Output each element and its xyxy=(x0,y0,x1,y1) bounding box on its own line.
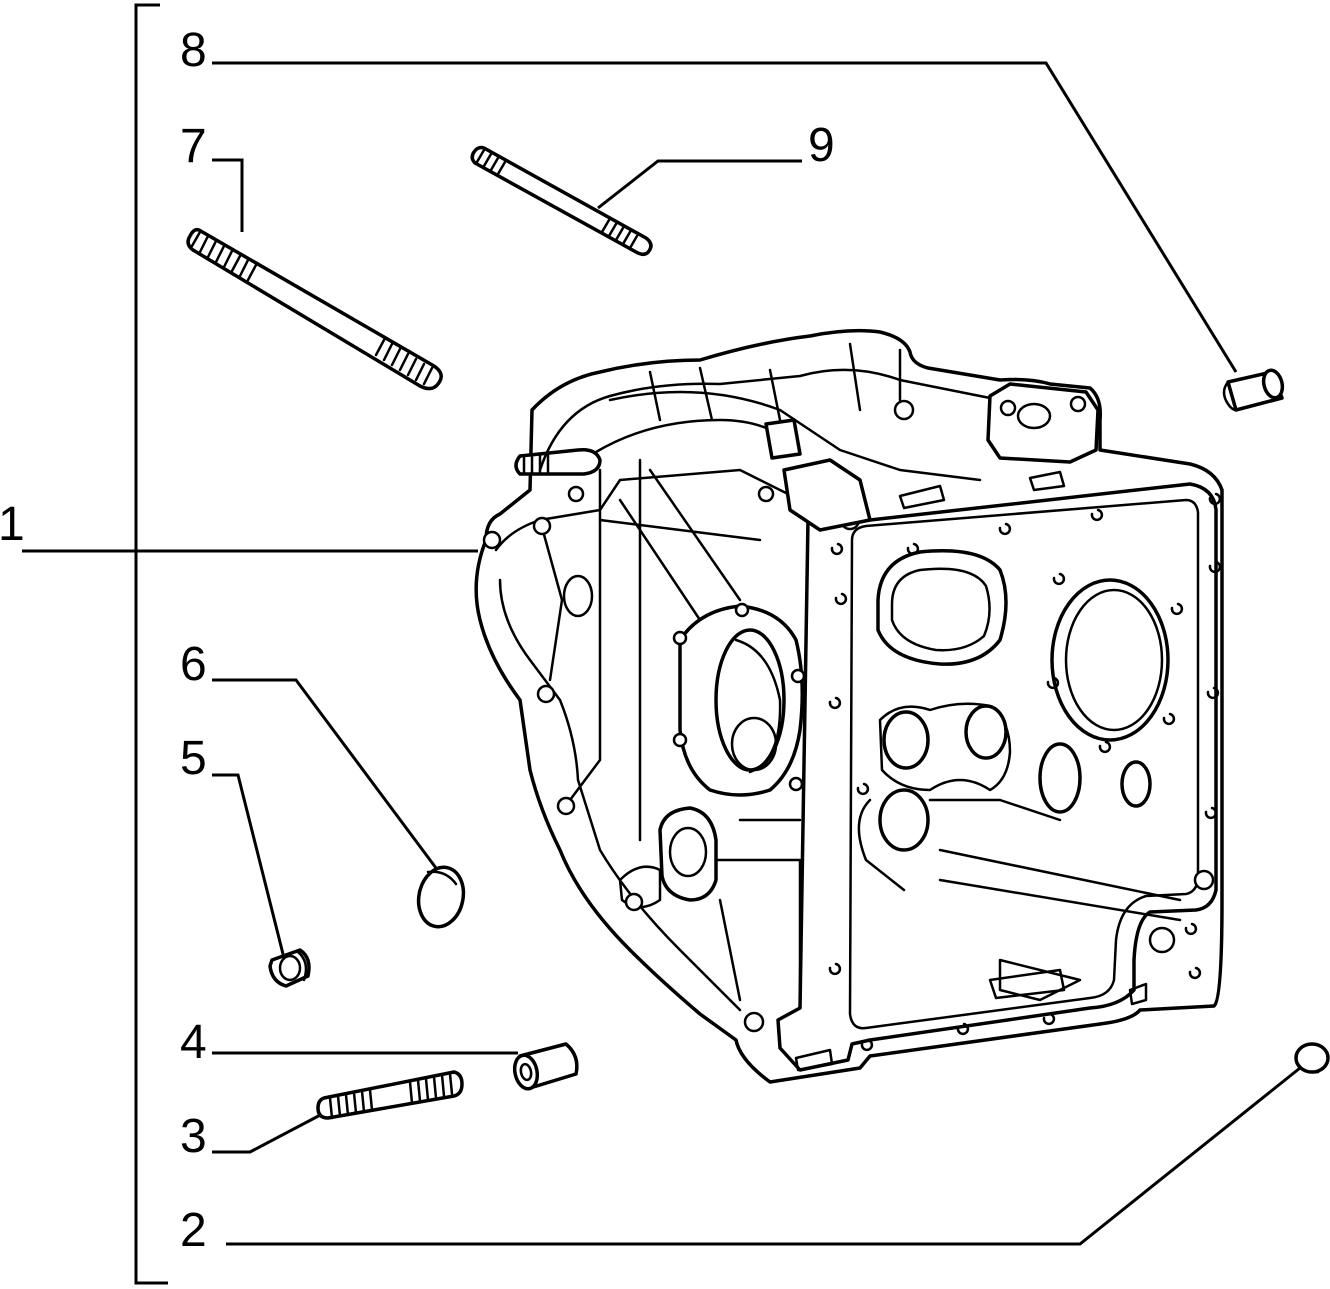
callout-label-6: 6 xyxy=(180,638,207,691)
callout-label-2: 2 xyxy=(180,1204,207,1257)
callout-label-3: 3 xyxy=(180,1110,207,1163)
leader-line-8 xyxy=(212,61,1238,373)
callout-label-1: 1 xyxy=(0,498,25,551)
leader-line-2 xyxy=(226,1066,1301,1246)
plug-2 xyxy=(1294,1042,1330,1074)
callout-label-5: 5 xyxy=(180,732,207,785)
stud-3 xyxy=(316,1070,464,1120)
gearbox-housing-1 xyxy=(474,328,1224,1084)
stud-9 xyxy=(470,145,653,256)
long-stud-7 xyxy=(186,227,443,391)
plug-6 xyxy=(416,865,466,929)
leader-lines xyxy=(22,61,1301,1246)
callout-label-4: 4 xyxy=(180,1016,207,1069)
bushing-4 xyxy=(512,1042,579,1091)
nut-5 xyxy=(268,948,311,988)
leader-line-6 xyxy=(212,678,438,869)
leader-line-3 xyxy=(212,1110,327,1154)
callout-labels: 1 2 3 4 5 6 7 8 9 xyxy=(0,24,835,1257)
callout-label-9: 9 xyxy=(808,119,835,172)
leader-line-9 xyxy=(597,159,802,210)
callout-label-7: 7 xyxy=(180,120,207,173)
callout-label-8: 8 xyxy=(180,24,207,77)
dowel-pin-8 xyxy=(1222,368,1285,412)
assembly-bracket xyxy=(134,3,168,1285)
leader-line-5 xyxy=(212,773,286,959)
leader-line-7 xyxy=(212,158,244,232)
